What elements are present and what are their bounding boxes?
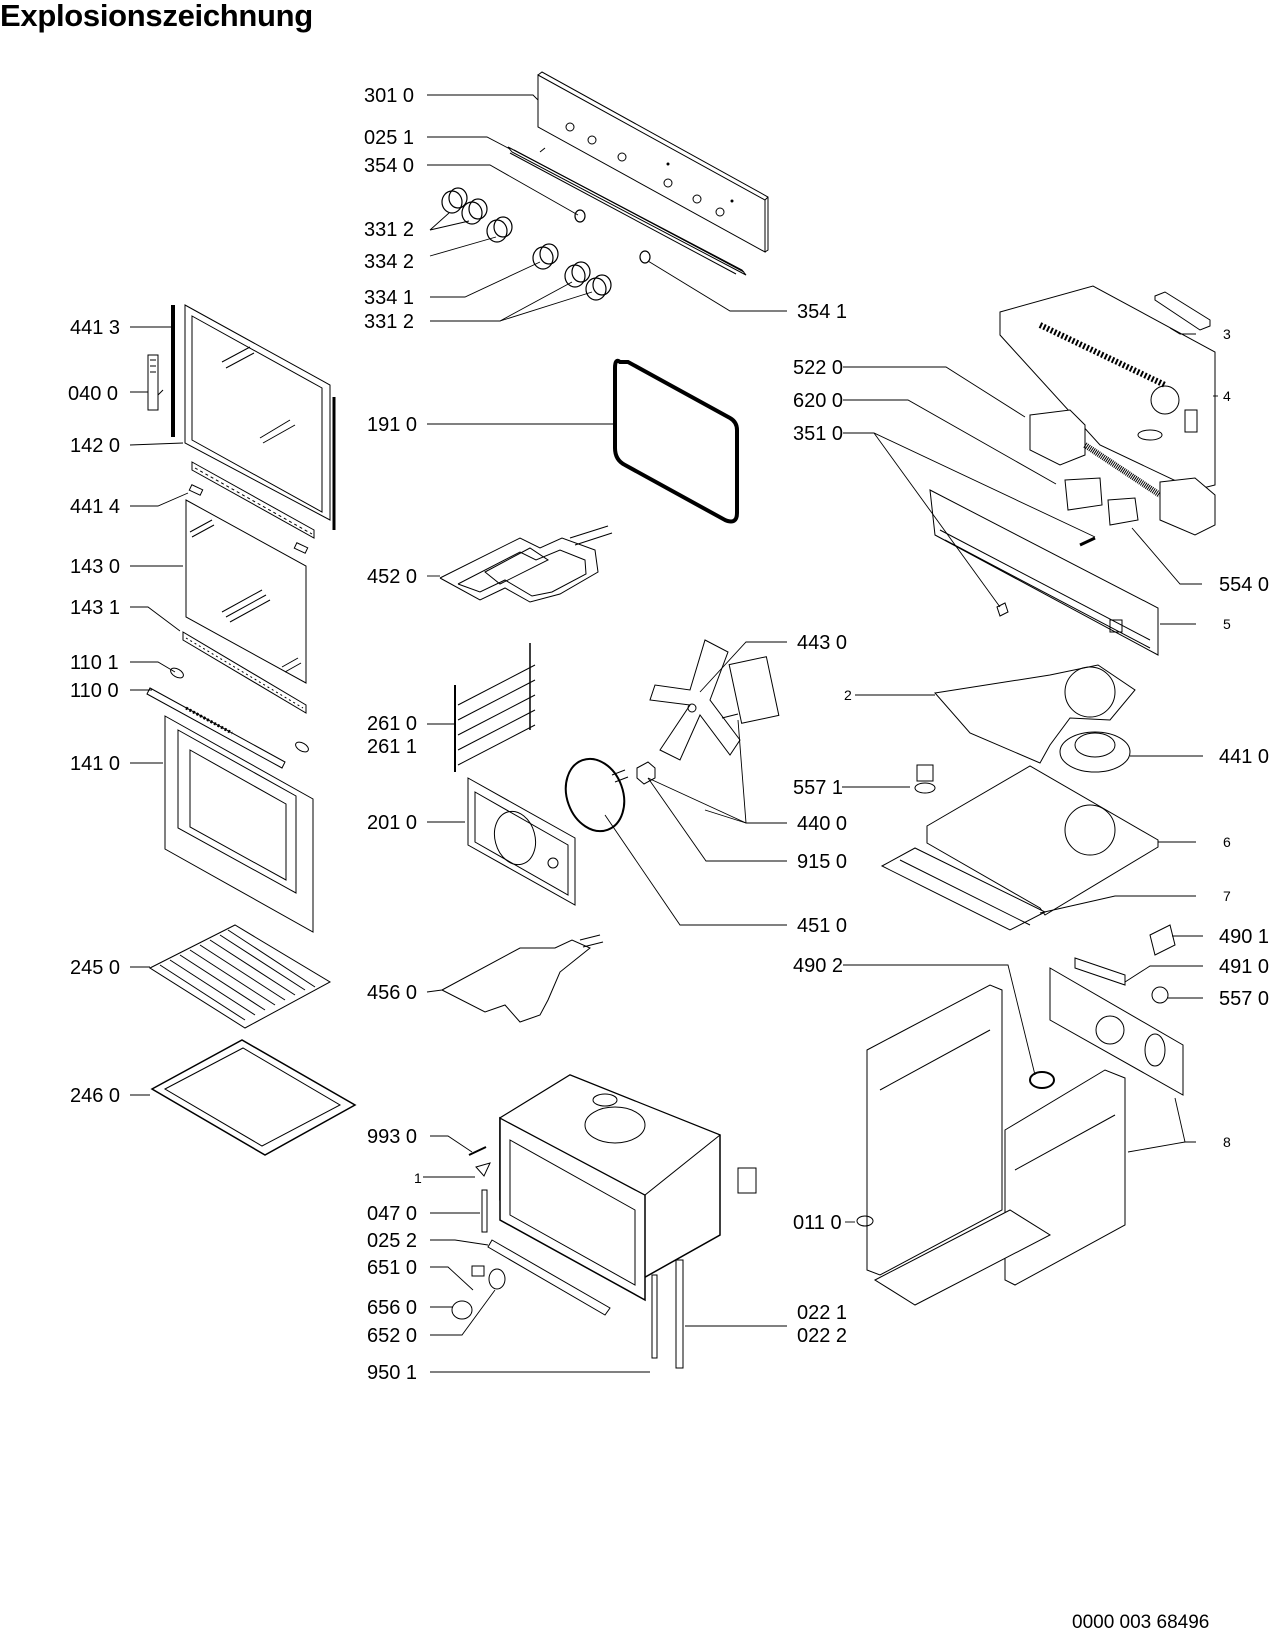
part-label-5: 5: [1223, 616, 1231, 632]
part-label-443-0: 443 0: [797, 632, 848, 654]
top-heating-element: [440, 526, 612, 602]
part-label-8: 8: [1223, 1134, 1231, 1150]
small-parts-left: [452, 1147, 610, 1319]
part-label-245-0: 245 0: [70, 957, 121, 979]
part-label-3: 3: [1223, 326, 1231, 342]
thermal-cutout: [915, 765, 935, 793]
part-label-915-0: 915 0: [797, 851, 848, 873]
part-label-993-0: 993 0: [367, 1126, 418, 1148]
cable-grommet: [1030, 1072, 1054, 1088]
oven-cavity: [500, 1075, 756, 1300]
part-label-143-0: 143 0: [70, 556, 121, 578]
lower-strip: [183, 632, 306, 713]
door-spacer-strip: [189, 462, 314, 553]
part-label-656-0: 656 0: [367, 1297, 418, 1319]
baking-tray: [152, 1040, 355, 1155]
part-label-351-0: 351 0: [793, 423, 844, 445]
cooling-fan: [1060, 732, 1130, 772]
document-number: 0000 003 68496: [1072, 1612, 1210, 1633]
part-label-557-0: 557 0: [1219, 988, 1270, 1010]
part-label-142-0: 142 0: [70, 435, 121, 457]
part-label-110-1: 110 1: [70, 652, 119, 674]
part-label-554-0: 554 0: [1219, 574, 1270, 596]
fan-motor: [722, 657, 779, 724]
part-label-334-2: 334 2: [364, 251, 415, 273]
circular-heating-element: [556, 751, 634, 840]
part-label-331-2-a: 331 2: [364, 219, 415, 241]
part-label-141-0: 141 0: [70, 753, 121, 775]
control-panel-fascia: [538, 72, 768, 252]
fan-blade: [650, 640, 740, 760]
page-title: Explosionszeichnung: [0, 0, 313, 33]
air-duct: [935, 665, 1135, 763]
part-label-7: 7: [1223, 888, 1231, 904]
part-label-1: 1: [414, 1170, 422, 1186]
part-label-557-1: 557 1: [793, 777, 844, 799]
part-label-022-2: 022 2: [797, 1325, 848, 1347]
outer-door-frame: [173, 305, 334, 530]
part-label-011-0: 011 0: [793, 1212, 842, 1234]
part-label-201-0: 201 0: [367, 812, 418, 834]
side-rack: [455, 643, 535, 772]
part-label-652-0: 652 0: [367, 1325, 418, 1347]
side-runners: [652, 1260, 683, 1368]
rear-panel: [1050, 968, 1183, 1095]
part-label-452-0: 452 0: [367, 566, 418, 588]
part-label-456-0: 456 0: [367, 982, 418, 1004]
part-label-441-3: 441 3: [70, 317, 121, 339]
part-label-025-1: 025 1: [364, 127, 415, 149]
part-label-4: 4: [1223, 388, 1231, 404]
part-label-2: 2: [844, 687, 852, 703]
part-label-451-0: 451 0: [797, 915, 848, 937]
part-label-490-2: 490 2: [793, 955, 844, 977]
knobs: [442, 188, 650, 300]
part-label-143-1: 143 1: [70, 597, 121, 619]
top-cover: [1000, 286, 1215, 490]
part-label-950-1: 950 1: [367, 1362, 418, 1384]
part-label-491-0: 491 0: [1219, 956, 1270, 978]
part-label-620-0: 620 0: [793, 390, 844, 412]
part-label-110-0: 110 0: [70, 680, 119, 702]
part-label-441-0: 441 0: [1219, 746, 1270, 768]
fan-nut: [637, 762, 655, 784]
hinge: [148, 355, 163, 410]
part-label-331-2-b: 331 2: [364, 311, 415, 333]
part-label-334-1: 334 1: [364, 287, 415, 309]
wire-shelf: [150, 925, 330, 1028]
inner-glass: [186, 500, 306, 683]
terminal-block: [1075, 925, 1175, 1003]
bottom-heating-element: [442, 935, 603, 1022]
part-label-047-0: 047 0: [367, 1203, 418, 1225]
part-label-354-0: 354 0: [364, 155, 415, 177]
part-label-191-0: 191 0: [367, 414, 418, 436]
fan-cover: [468, 778, 575, 905]
control-panel-rail: [508, 147, 746, 275]
part-label-440-0: 440 0: [797, 813, 848, 835]
part-label-025-2: 025 2: [367, 1230, 418, 1252]
part-label-441-4: 441 4: [70, 496, 121, 518]
part-label-651-0: 651 0: [367, 1257, 418, 1279]
outer-door-glass: [165, 716, 313, 932]
part-label-354-1: 354 1: [797, 301, 848, 323]
leader-lines: [130, 95, 1218, 1372]
handle: [147, 666, 310, 768]
part-label-301-0: 301 0: [364, 85, 415, 107]
part-label-490-1: 490 1: [1219, 926, 1270, 948]
part-label-261-1: 261 1: [367, 736, 418, 758]
part-label-022-1: 022 1: [797, 1302, 848, 1324]
outer-casing: [857, 985, 1125, 1305]
thermostat: [1065, 478, 1138, 545]
part-label-261-0: 261 0: [367, 713, 418, 735]
part-label-6: 6: [1223, 834, 1231, 850]
control-bracket: [930, 490, 1158, 655]
selector-switch: [1030, 410, 1215, 535]
part-label-522-0: 522 0: [793, 357, 844, 379]
door-seal: [615, 361, 737, 522]
base-plate: [927, 766, 1158, 915]
part-label-040-0: 040 0: [68, 383, 119, 405]
part-label-246-0: 246 0: [70, 1085, 121, 1107]
